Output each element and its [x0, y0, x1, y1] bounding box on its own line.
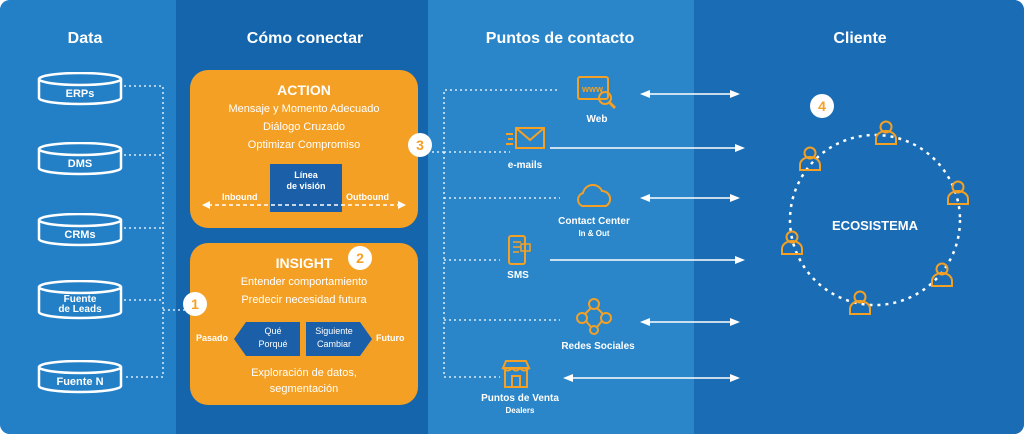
touchpoint-sub-contact-center: In & Out [578, 229, 610, 238]
siguiente-cambiar-label: Siguiente Cambiar [315, 326, 353, 349]
inbound-outbound-arrow [202, 201, 406, 209]
database-label: Fuente N [56, 376, 104, 388]
insight-bottom-text: Exploración de datos, segmentación [251, 367, 357, 395]
header-como-conectar: Cómo conectar [246, 30, 364, 47]
store-icon [501, 360, 531, 388]
inbound-label: Inbound [222, 192, 258, 202]
touchpoint-sub-puntos-venta: Dealers [505, 406, 535, 415]
insight-line: Predecir necesidad futura [241, 294, 367, 306]
email-icon [506, 127, 545, 149]
action-line: Optimizar Compromiso [247, 139, 361, 151]
insight-line: Entender comportamiento [240, 276, 368, 288]
action-box: ACTION Mensaje y Momento Adecuado Diálog… [190, 70, 418, 228]
phone-sms-icon [508, 235, 531, 265]
action-line: Diálogo Cruzado [263, 121, 345, 133]
database-dms: DMS [37, 142, 123, 176]
step-badge-1: 1 [183, 292, 207, 316]
person-icon [947, 180, 969, 205]
person-icon [781, 230, 803, 255]
touchpoint-label-sms: SMS [507, 270, 529, 281]
step-badge-2: 2 [348, 246, 372, 270]
header-puntos-contacto: Puntos de contacto [485, 30, 635, 47]
cloud-icon [577, 183, 612, 207]
linea-vision-box: Línea de visión [270, 164, 342, 212]
social-network-icon [576, 298, 612, 335]
database-label: DMS [67, 158, 93, 170]
action-title: ACTION [277, 82, 331, 98]
touchpoint-label-contact-center: Contact Center [558, 216, 630, 227]
svg-text:www: www [581, 84, 604, 94]
database-fuente-leads: Fuente de Leads [37, 280, 123, 320]
person-icon [799, 146, 821, 171]
que-porque-label: Qué Porqué [258, 326, 288, 349]
touchpoint-label-puntos-venta: Puntos de Venta [481, 393, 559, 404]
step-badge-4: 4 [810, 94, 834, 118]
outbound-label: Outbound [346, 192, 389, 202]
insight-title: INSIGHT [275, 255, 333, 271]
touchpoint-label-emails: e-mails [507, 160, 543, 171]
person-icon [931, 262, 953, 287]
futuro-label: Futuro [376, 333, 405, 343]
column-puntos-contacto [428, 0, 694, 434]
database-crms: CRMs [37, 213, 123, 247]
linea-vision-label: Línea de visión [286, 170, 326, 191]
database-label: CRMs [64, 229, 96, 241]
web-search-icon: www [577, 76, 617, 110]
header-cliente: Cliente [833, 30, 887, 47]
ecosistema-label: ECOSISTEMA [832, 218, 918, 233]
database-erps: ERPs [37, 72, 123, 106]
step-badge-3: 3 [408, 133, 432, 157]
database-fuente-n: Fuente N [37, 360, 123, 394]
insight-box: INSIGHT Entender comportamiento Predecir… [190, 243, 418, 405]
database-label: ERPs [65, 88, 95, 100]
column-cliente [694, 0, 1024, 434]
database-label: Fuente de Leads [58, 294, 102, 315]
pasado-futuro-arrows [234, 322, 372, 356]
action-line: Mensaje y Momento Adecuado [228, 103, 380, 115]
header-data: Data [67, 30, 103, 47]
touchpoint-label-redes-sociales: Redes Sociales [561, 341, 635, 352]
person-icon [849, 290, 871, 315]
pasado-label: Pasado [196, 333, 229, 343]
touchpoint-label-web: Web [586, 114, 608, 125]
person-icon [875, 120, 897, 145]
